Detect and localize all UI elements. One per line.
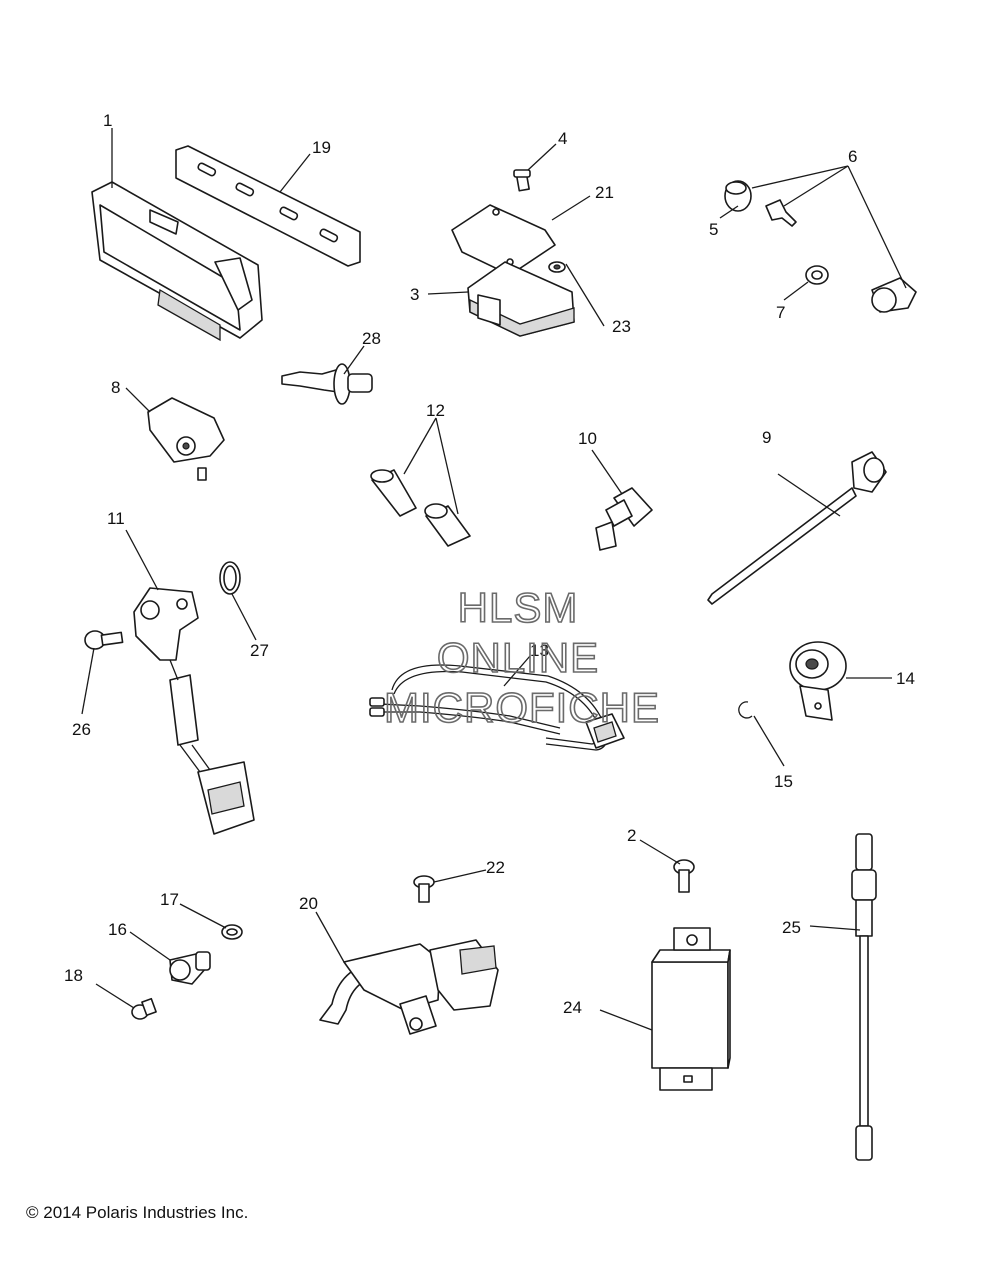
part-18-bolt — [131, 997, 157, 1020]
callout-4: 4 — [558, 129, 567, 148]
callout-26: 26 — [72, 720, 91, 739]
watermark-line-1: HLSM — [458, 584, 579, 631]
part-12-injector-caps — [370, 469, 471, 547]
leader-lines — [81, 128, 907, 1031]
part-26-bolt — [84, 630, 124, 650]
part-8-map-sensor — [147, 397, 225, 481]
part-17-o-ring — [221, 924, 243, 940]
part-2-bolt — [673, 859, 695, 893]
callout-2: 2 — [627, 826, 636, 845]
callout-12: 12 — [426, 401, 445, 420]
callout-18: 18 — [64, 966, 83, 985]
callout-21: 21 — [595, 183, 614, 202]
part-6-key — [765, 199, 797, 227]
watermark-line-2: ONLINE — [437, 634, 599, 681]
part-21-cover — [451, 204, 556, 276]
callout-1: 1 — [103, 111, 112, 130]
part-28-sensor — [281, 363, 373, 405]
part-1-ecu — [91, 181, 263, 342]
callout-22: 22 — [486, 858, 505, 877]
callout-15: 15 — [774, 772, 793, 791]
part-7-nut — [805, 265, 829, 285]
callout-20: 20 — [299, 894, 318, 913]
callout-13: 13 — [530, 641, 549, 660]
part-22-screw — [413, 875, 435, 903]
callout-numbers: 1 19 4 21 3 23 6 5 7 28 8 12 10 9 11 27 … — [64, 111, 915, 1017]
callout-11: 11 — [107, 509, 125, 528]
part-5-cap — [724, 180, 752, 212]
part-11-tps — [133, 587, 255, 835]
callout-7: 7 — [776, 303, 785, 322]
part-13-harness — [369, 664, 625, 751]
callout-19: 19 — [312, 138, 331, 157]
part-15-clip — [738, 701, 753, 719]
part-10-temp-sensor — [595, 487, 653, 551]
part-27-o-ring — [219, 561, 241, 595]
callout-17: 17 — [160, 890, 179, 909]
callout-24: 24 — [563, 998, 582, 1017]
part-4-screw — [513, 169, 531, 192]
part-24-relay — [651, 927, 731, 1091]
callout-27: 27 — [250, 641, 269, 660]
part-25-o2-sensor — [851, 833, 877, 1161]
part-14-knock-sensor — [789, 641, 847, 721]
part-6-switch — [871, 277, 917, 313]
callout-14: 14 — [896, 669, 915, 688]
callout-8: 8 — [111, 378, 120, 397]
part-9-sensor-cable — [707, 451, 887, 605]
callout-6: 6 — [848, 147, 857, 166]
callout-10: 10 — [578, 429, 597, 448]
callout-25: 25 — [782, 918, 801, 937]
part-16-sensor — [169, 951, 211, 985]
callout-28: 28 — [362, 329, 381, 348]
callout-9: 9 — [762, 428, 771, 447]
callout-16: 16 — [108, 920, 127, 939]
part-23-grommet — [548, 261, 566, 273]
callout-23: 23 — [612, 317, 631, 336]
callout-3: 3 — [410, 285, 419, 304]
callout-5: 5 — [709, 220, 718, 239]
watermark-line-3: MICROFICHE — [384, 684, 660, 731]
part-20-valve — [319, 939, 499, 1035]
part-3-module — [467, 261, 575, 337]
part-19-bracket — [175, 145, 361, 267]
copyright-notice: © 2014 Polaris Industries Inc. — [26, 1203, 249, 1222]
watermark: HLSM ONLINE MICROFICHE — [383, 583, 660, 732]
